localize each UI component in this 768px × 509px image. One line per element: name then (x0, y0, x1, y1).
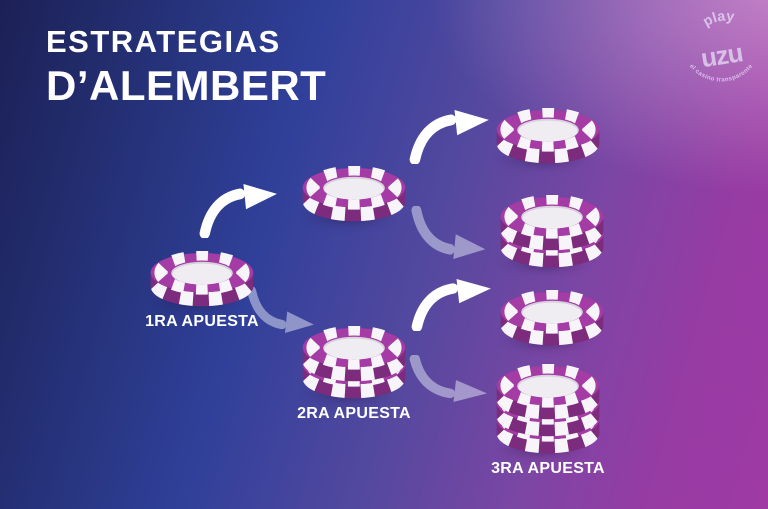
arrow-lose-bet1-to-bet2 (245, 287, 319, 333)
arrow-win-bet1-to-win1 (197, 184, 283, 238)
poker-chip (302, 166, 406, 222)
poker-chip (496, 108, 600, 164)
poker-chip (500, 290, 604, 346)
bet-label: 1RA APUESTA (145, 313, 259, 330)
poker-chip (496, 364, 600, 420)
title-line1: ESTRATEGIAS (46, 24, 281, 59)
arrow-win-bet2-to-bet2-win (409, 279, 497, 331)
poker-chip (302, 326, 406, 382)
logo-brand-text: uzu (699, 39, 745, 73)
playuzu-logo: play uzu el casino transparente (688, 8, 754, 83)
title-line2: D’ALEMBERT (46, 61, 327, 109)
bet-label: 3RA APUESTA (491, 460, 605, 477)
poker-chip (500, 195, 604, 251)
arrow-lose-win1-to-win1-lose (409, 206, 491, 259)
arrow-win-win1-to-win1-win (407, 110, 495, 164)
arrow-lose-bet2-to-bet3 (407, 355, 493, 402)
bet-label: 2RA APUESTA (297, 405, 411, 422)
page-title: ESTRATEGIAS D’ALEMBERT (46, 24, 326, 109)
poker-chip (150, 251, 254, 307)
